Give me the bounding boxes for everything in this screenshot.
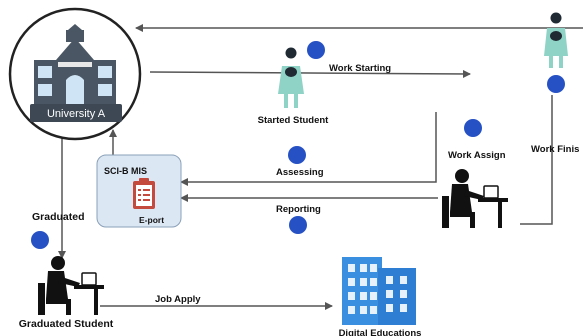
reporting-label: Reporting <box>276 204 321 215</box>
work-finish-node: Work Finis <box>531 12 579 155</box>
digital-educations-label: Digital Educations <box>339 328 422 336</box>
work-finish-dot <box>547 75 565 93</box>
connector-lines <box>58 24 583 310</box>
university-node: University A <box>8 7 142 141</box>
job-apply-label: Job Apply <box>155 294 201 305</box>
person-at-desk-icon <box>442 169 508 228</box>
eport-label: E-port <box>139 215 164 225</box>
graduated-student-label: Graduated Student <box>19 318 114 330</box>
digital-educations-node: Digital Educations <box>339 257 422 336</box>
work-assign-label: Work Assign <box>448 150 506 161</box>
started-student-label: Started Student <box>258 115 330 126</box>
started-student-node: Started Student <box>258 41 330 126</box>
work-assign-dot <box>464 119 482 137</box>
clipboard-icon <box>133 178 155 209</box>
mis-node: SCI-B MIS E-port <box>96 154 182 228</box>
university-building-icon <box>34 24 116 104</box>
mis-title: SCI-B MIS <box>104 166 147 176</box>
started-student-dot <box>307 41 325 59</box>
student-female-icon <box>544 12 568 68</box>
university-label: University A <box>47 108 106 120</box>
graduated-student-node: Graduated Student <box>19 256 114 330</box>
work-starting-label: Work Starting <box>329 63 391 74</box>
assessing-line <box>180 112 437 186</box>
university-label-bar <box>30 104 122 122</box>
student-female-icon <box>278 47 304 108</box>
reporting-dot <box>289 216 307 234</box>
graduated-label: Graduated <box>32 211 85 223</box>
office-building-icon <box>342 257 416 325</box>
work-finish-label: Work Finis <box>531 144 579 155</box>
work-finish-line <box>520 95 553 225</box>
person-at-desk-icon <box>38 256 104 315</box>
assessing-label: Assessing <box>276 167 324 178</box>
graduated-dot <box>31 231 49 249</box>
work-starting-line <box>149 69 471 78</box>
work-assign-node: Work Assign <box>442 119 508 228</box>
assessing-dot <box>288 146 306 164</box>
